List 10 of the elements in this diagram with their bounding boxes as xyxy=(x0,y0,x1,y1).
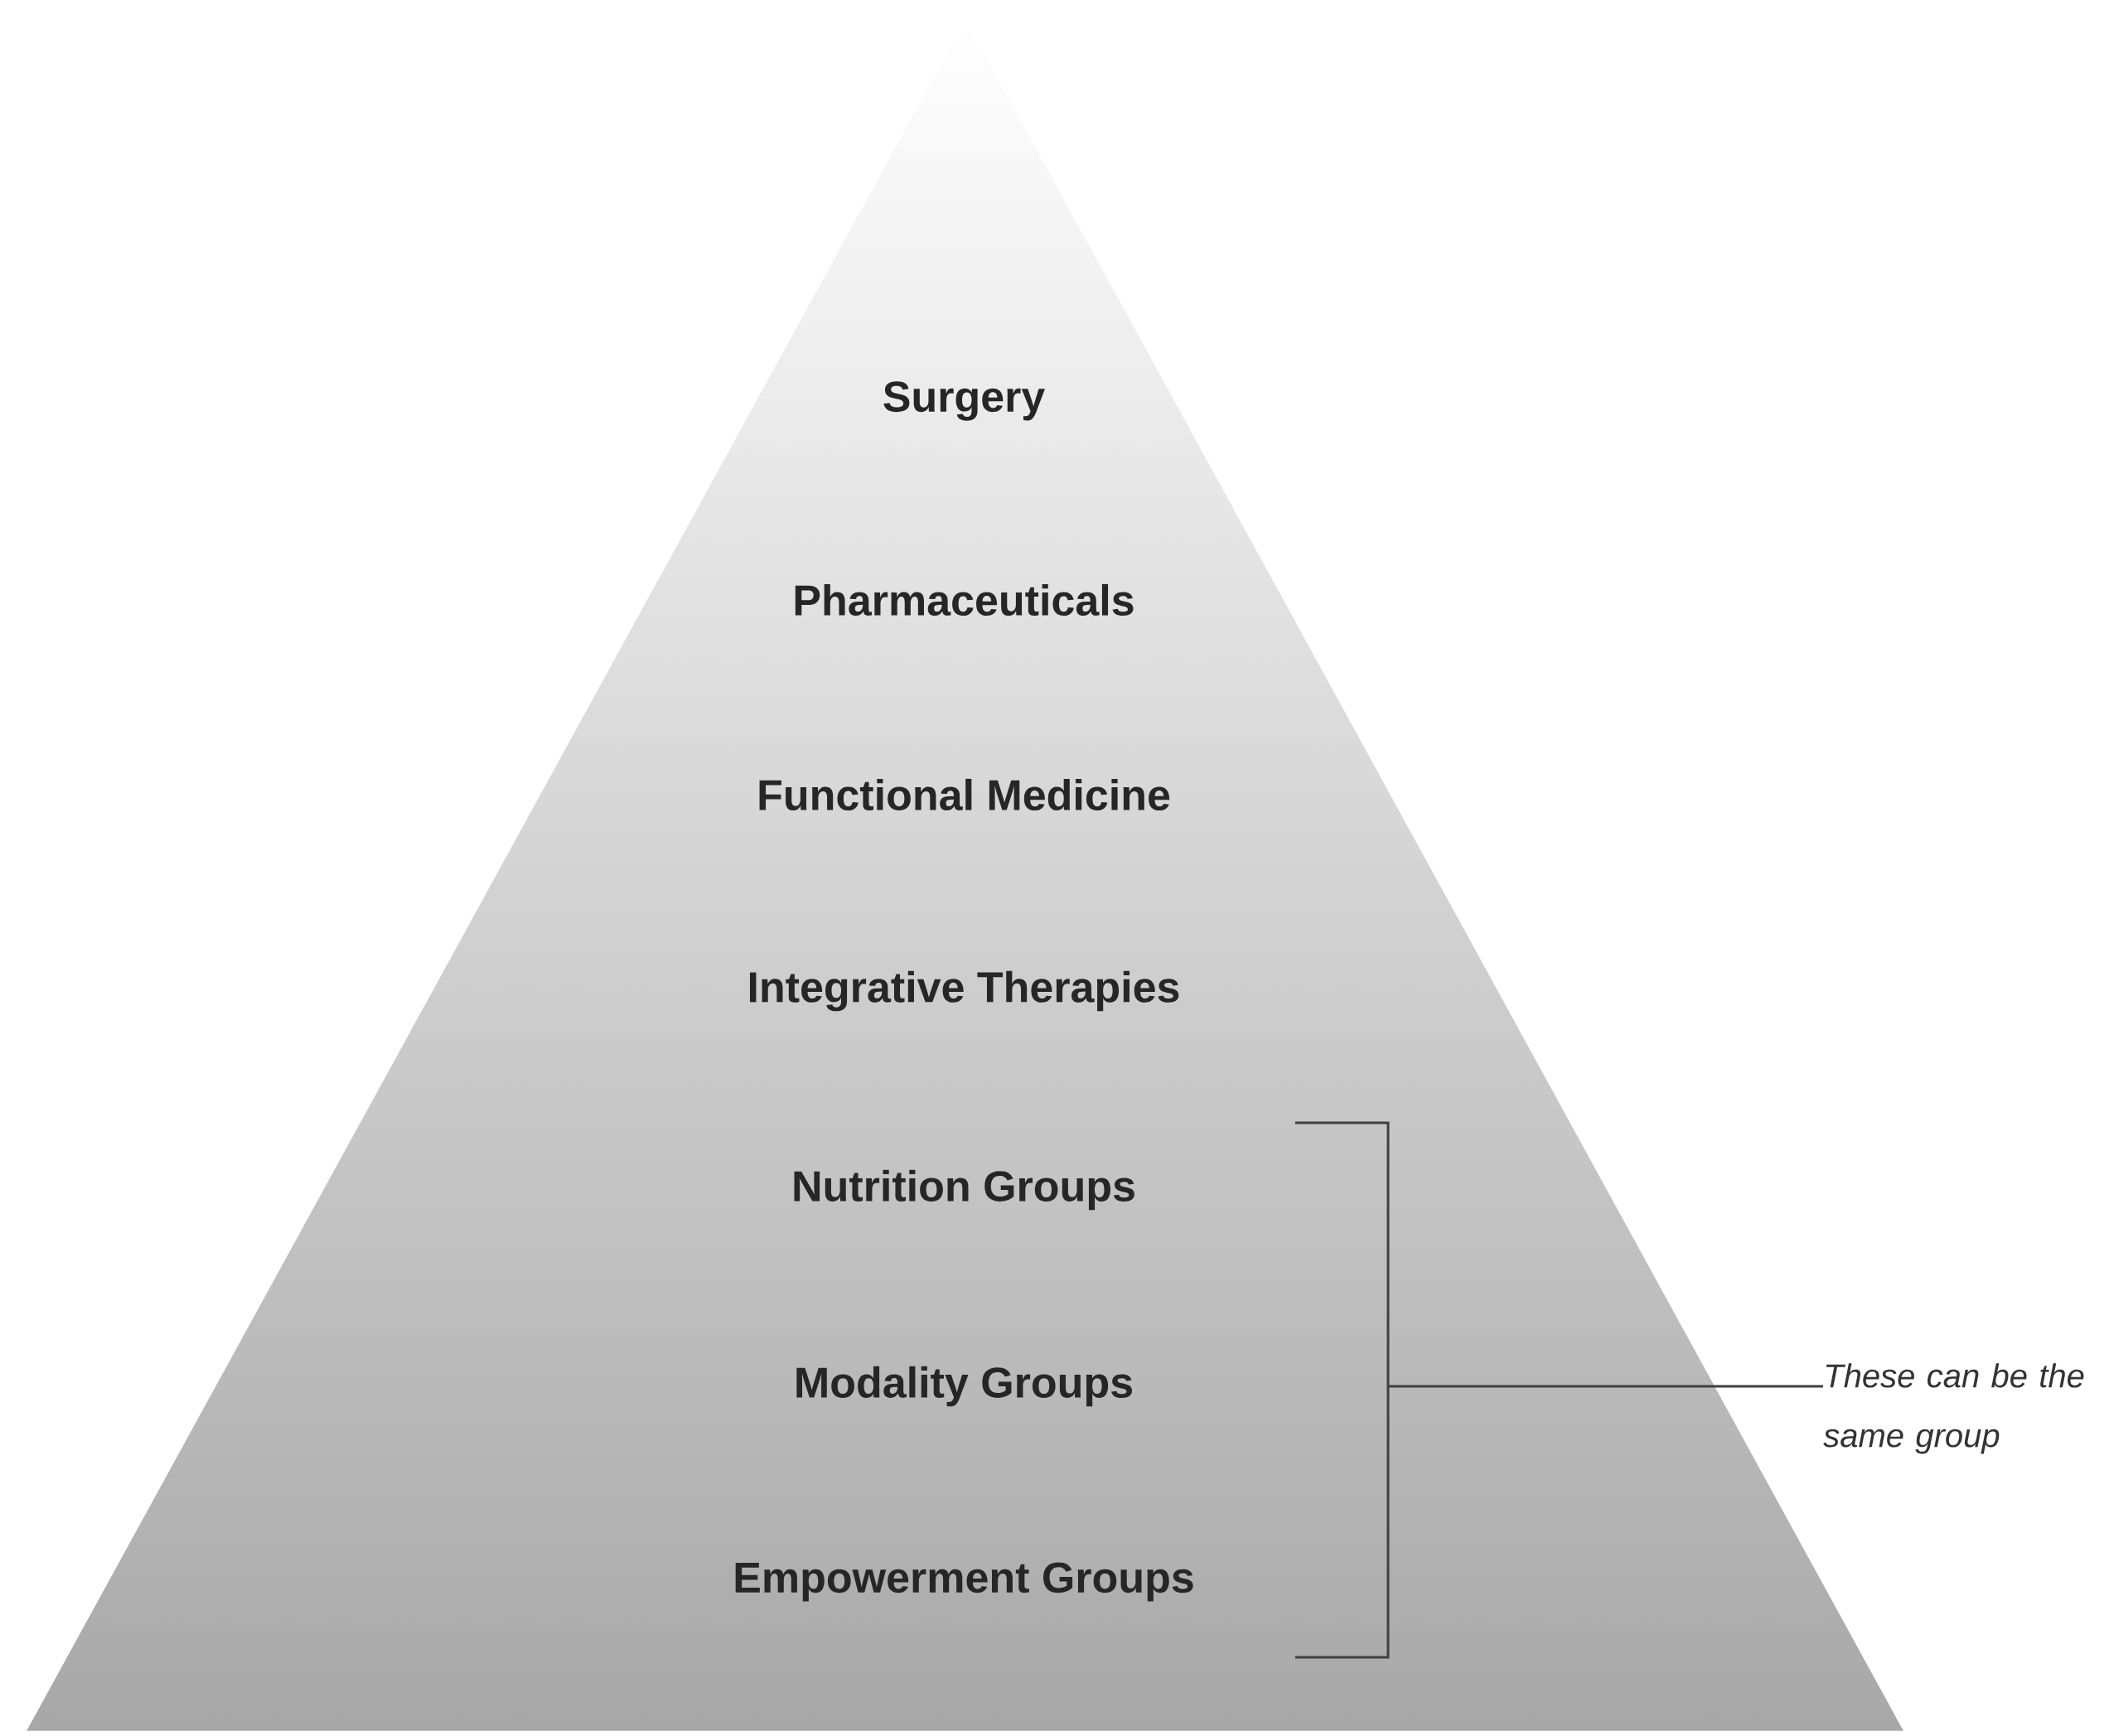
level-label: Nutrition Groups xyxy=(794,1169,1134,1211)
level-label: Surgery xyxy=(883,381,1045,421)
bracket xyxy=(1295,1121,1390,1659)
level-label: Pharmaceuticals xyxy=(795,583,1134,617)
leader-line xyxy=(1388,1385,1823,1388)
level-label: Functional Medicine xyxy=(759,778,1170,811)
note-text: These can be the same group xyxy=(1823,1363,2084,1454)
level-label: Empowerment Groups xyxy=(735,1562,1193,1602)
level-label: Integrative Therapies xyxy=(749,970,1179,1012)
level-label: Modality Groups xyxy=(796,1366,1132,1407)
